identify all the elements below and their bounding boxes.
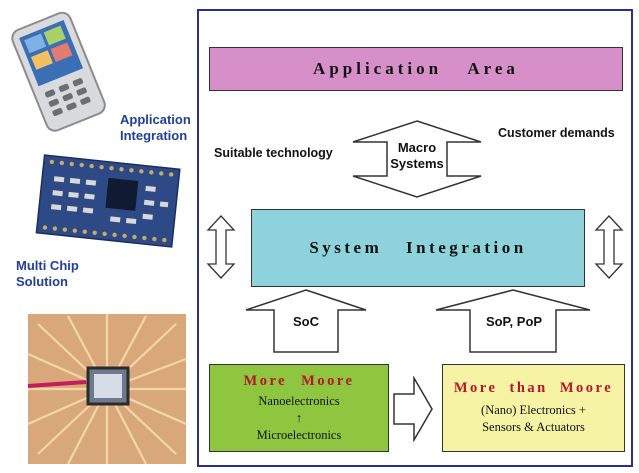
- application-integration-line1: Application: [120, 112, 191, 127]
- sop-pop-label: SoP, PoP: [485, 314, 543, 329]
- sop-pop-up-arrow: [435, 289, 591, 353]
- multi-chip-solution-line1: Multi Chip: [16, 258, 79, 273]
- multi-chip-solution-label: Multi Chip Solution: [16, 258, 79, 290]
- macro-systems-label: Macro Systems: [385, 140, 449, 172]
- system-integration-box: System Integration: [251, 209, 585, 287]
- macro-systems-line1: Macro: [397, 140, 437, 155]
- macro-systems-line2: Systems: [390, 156, 444, 171]
- soc-up-arrow: [245, 289, 367, 353]
- multi-chip-solution-line2: Solution: [16, 274, 68, 289]
- more-moore-line1: Nanoelectronics: [258, 393, 340, 408]
- application-integration-line2: Integration: [120, 128, 188, 143]
- system-integration-label: System Integration: [309, 238, 527, 257]
- multi-chip-module-image: [35, 154, 181, 248]
- more-moore-title: More Moore: [243, 372, 355, 389]
- more-moore-line3: Microelectronics: [256, 427, 342, 442]
- application-area-label: Application Area: [313, 59, 519, 78]
- soc-label: SoC: [293, 314, 319, 329]
- more-than-moore-title: More than Moore: [453, 380, 614, 396]
- more-moore-box: More Moore Nanoelectronics ↑ Microelectr…: [209, 364, 389, 452]
- application-area-box: Application Area: [209, 47, 623, 91]
- right-arrow: [393, 376, 433, 442]
- diagram-frame: [197, 9, 633, 467]
- die-wirebond-image: [28, 314, 186, 464]
- left-vertical-double-arrow: [206, 215, 236, 279]
- macro-systems-double-arrow: [352, 120, 482, 198]
- more-moore-line2: ↑: [295, 410, 303, 425]
- suitable-technology-label: Suitable technology: [214, 146, 333, 160]
- smartphone-image: [11, 11, 106, 132]
- more-than-moore-box: More than Moore (Nano) Electronics + Sen…: [442, 364, 625, 452]
- application-integration-label: Application Integration: [120, 112, 191, 144]
- more-than-moore-line2: Sensors & Actuators: [482, 420, 585, 434]
- right-vertical-double-arrow: [594, 215, 624, 279]
- more-than-moore-line1: (Nano) Electronics +: [481, 403, 586, 417]
- customer-demands-label: Customer demands: [498, 126, 615, 140]
